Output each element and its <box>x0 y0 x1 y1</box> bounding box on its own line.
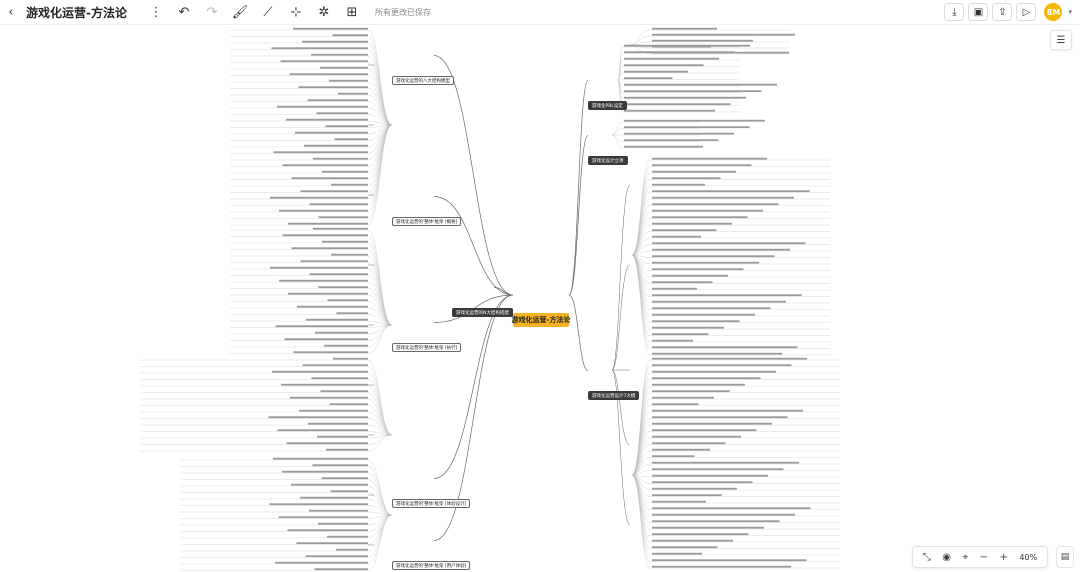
fit-screen-icon[interactable]: ⤡ <box>922 551 931 563</box>
play-icon[interactable]: ▷ <box>1016 3 1037 21</box>
back-icon[interactable]: ‹ <box>8 4 14 20</box>
branch-node[interactable]: 游戏化运营的八大结构模型 <box>392 76 454 85</box>
present-icon[interactable]: ▣ <box>968 3 989 21</box>
zoom-bar: ⤡ ◉ ⌖ − + 40% <box>912 546 1048 568</box>
more-vertical-icon[interactable]: ⋮ <box>149 4 163 20</box>
zoom-level: 40% <box>1019 552 1038 562</box>
branch-node[interactable]: 游戏化PBL设定 <box>588 101 627 110</box>
layout-icon[interactable]: ⊞ <box>346 4 358 20</box>
mindmap-connectors <box>140 27 840 571</box>
branch-node[interactable]: 游戏化运营的'整体'框架 [执行] <box>392 343 462 352</box>
redo-icon[interactable]: ↷ <box>206 4 218 20</box>
edit-tools: ⋮ ↶ ↷ 🖌 ⟋ ⊹ ✲ ⊞ 所有更改已保存 <box>145 1 431 23</box>
branch-node[interactable]: 游戏化运营的'整体'框架 [用户体验] <box>392 561 471 570</box>
toolbar: ‹ 游戏化运营-方法论 ⋮ ↶ ↷ 🖌 ⟋ ⊹ ✲ ⊞ 所有更改已保存 ⤓ ▣ … <box>0 0 1080 25</box>
format-painter-icon[interactable]: 🖌 <box>231 4 249 20</box>
document-title[interactable]: 游戏化运营-方法论 <box>26 5 127 20</box>
line-style-icon[interactable]: ⟋ <box>263 4 273 20</box>
branch-node[interactable]: 游戏化设计立项 <box>588 156 628 165</box>
branch-node[interactable]: 游戏化运营设计7大模 <box>588 391 640 400</box>
save-status: 所有更改已保存 <box>374 7 431 17</box>
avatar[interactable]: 8M <box>1044 3 1063 21</box>
side-panel-toggle-icon[interactable]: ☰ <box>1050 30 1072 50</box>
toolbar-right: ⤓ ▣ ⇪ ▷ 8M ▾ <box>944 3 1080 21</box>
root-node[interactable]: 游戏化运营-方法论 <box>512 313 570 327</box>
chevron-down-icon[interactable]: ▾ <box>1068 8 1072 16</box>
zoom-in-button[interactable]: + <box>999 551 1008 563</box>
branch-node[interactable]: 游戏化运营的'整体'框架 [体验设计] <box>392 499 471 508</box>
undo-icon[interactable]: ↶ <box>178 4 190 20</box>
branch-node[interactable]: 游戏化运营的'整体'框架 [概要] <box>392 217 462 226</box>
branch-node[interactable]: 游戏化运营的N大结构搭建 <box>452 308 513 317</box>
share-icon[interactable]: ⇪ <box>992 3 1013 21</box>
ai-magic-icon[interactable]: ✲ <box>318 4 330 20</box>
outline-toggle-icon[interactable]: ▤ <box>1056 546 1074 568</box>
eye-icon[interactable]: ◉ <box>942 551 951 563</box>
download-icon[interactable]: ⤓ <box>944 3 965 21</box>
locate-icon[interactable]: ⌖ <box>962 551 969 563</box>
zoom-out-button[interactable]: − <box>979 551 989 563</box>
structure-icon[interactable]: ⊹ <box>290 4 302 20</box>
mindmap-canvas[interactable]: 游戏化运营-方法论 游戏化运营的N大结构搭建游戏化PBL设定游戏化设计立项游戏化… <box>0 25 1080 572</box>
